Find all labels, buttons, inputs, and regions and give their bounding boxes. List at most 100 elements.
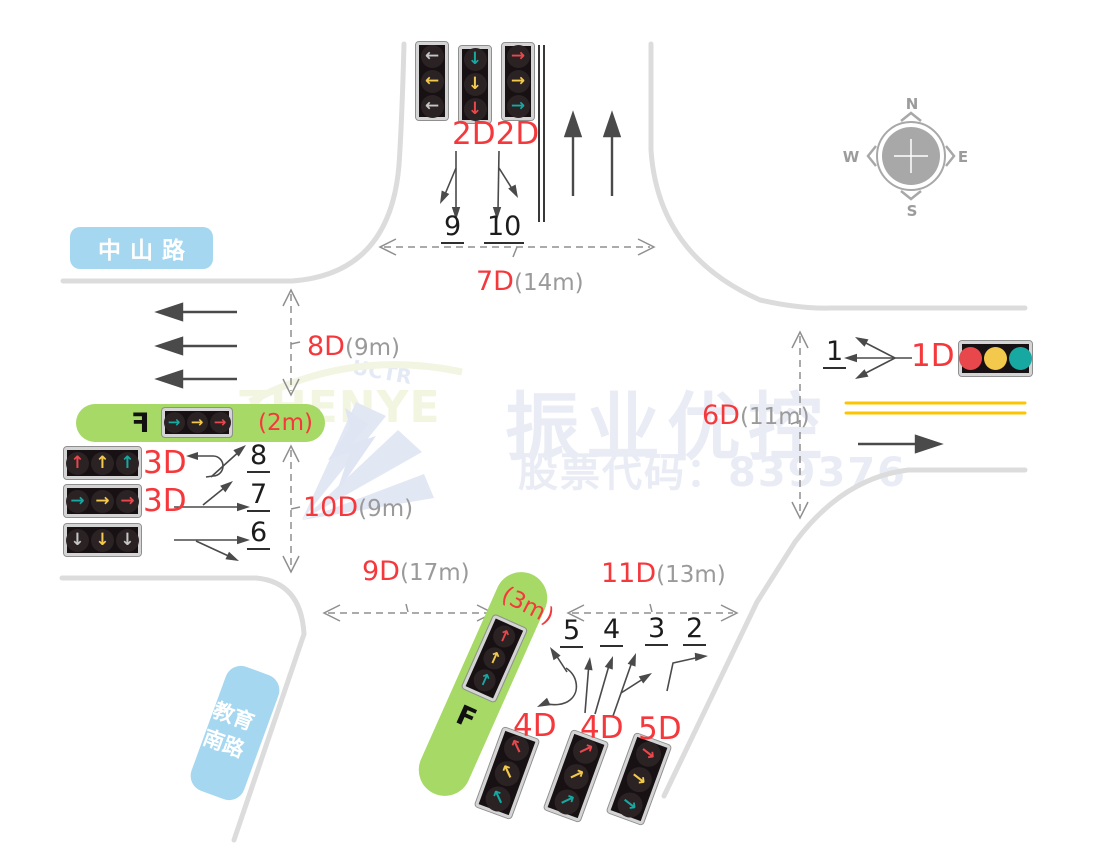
lane-number-8[interactable]: 8	[247, 441, 271, 474]
signal-lamp: →	[209, 412, 231, 433]
lane-number-5[interactable]: 5	[560, 616, 584, 649]
bus-lane-west: F → → → (2m)	[76, 404, 325, 442]
road-edges	[59, 41, 1028, 843]
detector-2d-a[interactable]: 2D	[452, 116, 496, 152]
signal-lamp: ↓	[463, 48, 487, 71]
detector-3d-a[interactable]: 3D	[143, 445, 187, 481]
signal-arrow-icon: ↑	[474, 668, 495, 692]
signal-head-north-right[interactable]: →→→	[501, 42, 535, 121]
signal-arrow-icon: ↑	[494, 624, 515, 648]
measurement-7d: 7D(14m)	[476, 266, 584, 297]
signal-arrow-icon: ↖	[496, 760, 518, 785]
signal-arrow-icon: ↓	[120, 529, 135, 550]
compass-west: W	[842, 148, 860, 166]
signal-arrow-icon: ↑	[484, 646, 505, 670]
signal-lamp: ↗	[550, 785, 583, 818]
signal-lamp: ↑	[91, 451, 114, 475]
signal-head-west-down[interactable]: ↓ ↓ ↓	[63, 523, 142, 557]
signal-arrow-icon: →	[626, 765, 652, 792]
signal-arrow-icon: ↑	[95, 452, 110, 473]
lane-number-1[interactable]: 1	[823, 337, 847, 370]
signal-lamp: →	[163, 412, 185, 433]
compass-icon	[866, 111, 956, 201]
lane-width-west: (2m)	[258, 410, 313, 436]
signal-head-east-ball[interactable]	[958, 340, 1033, 377]
signal-arrow-icon: ↗	[556, 788, 578, 814]
compass-north: N	[905, 95, 919, 113]
pavement-arrows	[154, 110, 944, 454]
detector-1d[interactable]: 1D	[911, 338, 955, 374]
signal-lamp: ↖	[490, 756, 524, 790]
signal-arrow-icon: ↗	[565, 763, 587, 788]
signal-arrow-icon: ↓	[467, 74, 483, 94]
signal-lamp: ↓	[66, 528, 89, 552]
signal-arrow-icon: →	[167, 413, 181, 431]
signal-lamp: ←	[420, 94, 444, 118]
signal-head-north-mid[interactable]: ↓ ↓ ↓	[458, 45, 492, 124]
signal-lamp: ↑	[116, 451, 139, 475]
compass-south: S	[906, 202, 918, 220]
signal-lamp: →	[622, 762, 656, 796]
signal-arrow-icon: →	[120, 490, 135, 511]
signal-head-west-right[interactable]: → → →	[63, 484, 142, 518]
lane-number-2[interactable]: 2	[683, 614, 707, 647]
detector-5d[interactable]: 5D	[638, 711, 682, 747]
signal-lamp: ↓	[91, 528, 114, 552]
measurement-8d: 8D(9m)	[307, 331, 400, 362]
signal-head-west-lane[interactable]: → → →	[161, 407, 233, 438]
detector-label-2d-pair[interactable]: 2D2D	[452, 116, 539, 152]
signal-lamp: ↑	[66, 451, 89, 475]
signal-lamp: ←	[420, 44, 444, 68]
bus-lane-west-f-mark: F	[131, 408, 150, 439]
signal-arrow-icon: ↓	[70, 529, 85, 550]
signal-arrow-icon: →	[95, 490, 110, 511]
signal-arrow-icon: ↓	[467, 49, 483, 69]
lane-number-3[interactable]: 3	[645, 614, 669, 647]
signal-lamp: →	[91, 489, 114, 513]
detector-4d-b[interactable]: 4D	[580, 710, 624, 746]
signal-lamp	[1009, 347, 1032, 370]
signal-arrow-icon: ←	[424, 70, 440, 91]
lane-number-7[interactable]: 7	[247, 480, 271, 513]
signal-lamp: →	[506, 95, 530, 118]
measurement-9d: 9D(17m)	[362, 556, 470, 587]
watermark-brand: 振业优控	[505, 385, 829, 471]
measurement-6d: 6D(11m)	[702, 400, 810, 431]
signal-lamp: →	[186, 412, 208, 433]
signal-lamp: ↗	[559, 759, 593, 793]
signal-arrow-icon: →	[213, 413, 227, 431]
bus-lane-south-f-mark: F	[451, 699, 481, 736]
signal-arrow-icon: →	[70, 490, 85, 511]
road-label-zhongshan: 中山路	[70, 227, 213, 269]
signal-arrow-icon: ↑	[120, 452, 135, 473]
signal-head-west-up[interactable]: ↑ ↑ ↑	[63, 446, 142, 480]
lane-number-10[interactable]: 10	[484, 212, 525, 245]
signal-lamp: →	[66, 489, 89, 513]
signal-arrow-icon: →	[510, 71, 526, 91]
signal-arrow-icon: ←	[424, 45, 440, 66]
double-line	[538, 45, 545, 222]
lane-number-9[interactable]: 9	[441, 212, 465, 245]
lane-number-6[interactable]: 6	[247, 518, 271, 551]
signal-head-north-left[interactable]: ← ← ←	[415, 41, 449, 121]
detector-2d-b[interactable]: 2D	[495, 116, 540, 152]
compass-east: E	[957, 148, 969, 166]
detector-4d-a[interactable]: 4D	[513, 708, 557, 744]
measurement-10d: 10D(9m)	[303, 492, 414, 523]
signal-lamp: →	[613, 788, 646, 821]
signal-arrow-icon: →	[190, 413, 204, 431]
callout-arrowheads	[186, 184, 869, 707]
detector-3d-b[interactable]: 3D	[143, 483, 187, 519]
signal-lamp: ←	[420, 69, 444, 93]
signal-lamp	[984, 347, 1007, 370]
signal-lamp: ↓	[463, 98, 487, 121]
signal-lamp: ↓	[116, 528, 139, 552]
measurement-11d: 11D(13m)	[601, 558, 726, 589]
signal-lamp: →	[506, 70, 530, 93]
signal-arrow-icon: ↖	[487, 785, 509, 811]
signal-lamp	[959, 347, 982, 370]
lane-number-4[interactable]: 4	[600, 615, 624, 648]
